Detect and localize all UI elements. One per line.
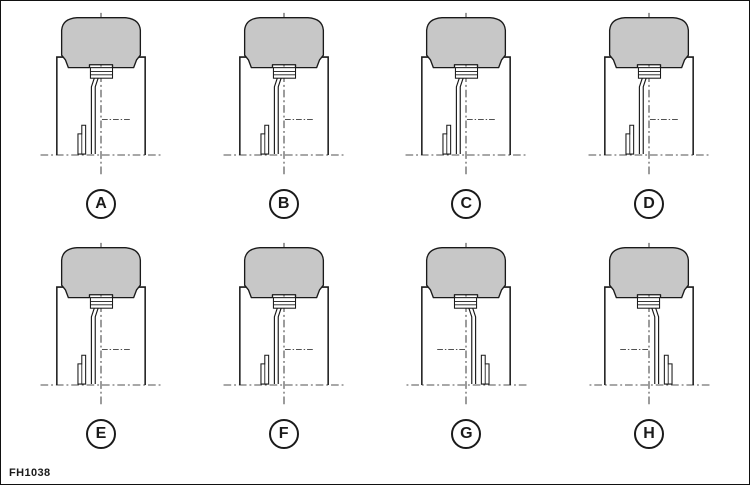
variant-label-circle: E	[86, 419, 116, 449]
wheel-rim-cross-section-diagram	[37, 241, 165, 409]
wheel-rim-cross-section-diagram	[220, 11, 348, 179]
variant-label: B	[277, 195, 290, 212]
variant-label-circle: G	[451, 419, 482, 449]
diagram-cell-e: E	[35, 241, 167, 449]
diagram-cell-f: F	[218, 241, 350, 449]
variant-label: C	[460, 195, 473, 212]
diagram-cell-b: B	[218, 11, 350, 219]
variant-label: H	[643, 425, 655, 442]
diagram-cell-a: A	[35, 11, 167, 219]
variant-label-circle: A	[86, 189, 116, 219]
wheel-rim-cross-section-diagram	[220, 241, 348, 409]
variant-label: F	[278, 425, 289, 442]
variant-label-circle: B	[268, 189, 299, 219]
diagram-cell-g: G	[400, 241, 532, 449]
figure-code: FH1038	[9, 467, 51, 479]
diagram-row-top: A B C D	[1, 11, 749, 219]
wheel-rim-cross-section-diagram	[585, 241, 713, 409]
diagram-row-bottom: E F G H	[1, 241, 749, 449]
variant-label-circle: C	[451, 189, 482, 219]
wheel-rim-cross-section-diagram	[402, 11, 530, 179]
variant-label: G	[460, 425, 473, 442]
variant-label: A	[95, 195, 107, 212]
wheel-rim-cross-section-diagram	[402, 241, 530, 409]
diagram-cell-c: C	[400, 11, 532, 219]
diagram-cell-d: D	[583, 11, 715, 219]
diagram-cell-h: H	[583, 241, 715, 449]
wheel-rim-cross-section-diagram	[37, 11, 165, 179]
wheel-rim-cross-section-diagram	[585, 11, 713, 179]
variant-label: E	[95, 425, 107, 442]
variant-label-circle: F	[268, 419, 299, 449]
variant-label-circle: D	[633, 189, 664, 219]
variant-label-circle: H	[633, 419, 664, 449]
variant-label: D	[643, 195, 655, 212]
